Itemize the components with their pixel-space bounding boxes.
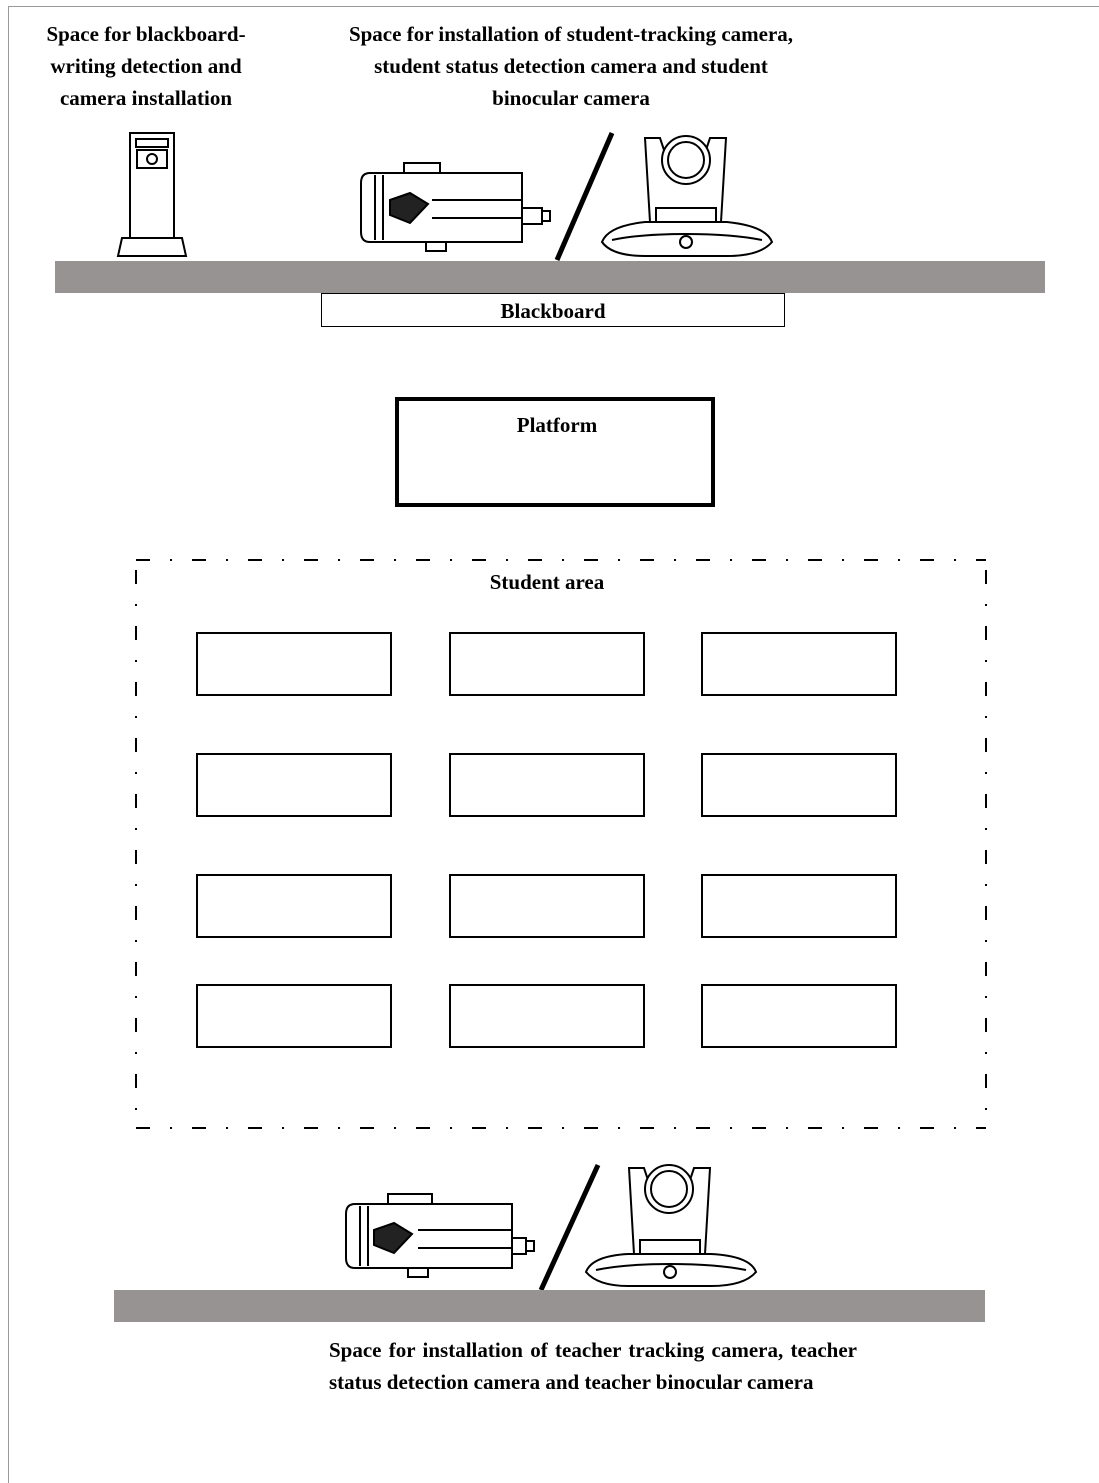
student-desk	[449, 984, 645, 1048]
ptz-camera-icon-bottom	[584, 1164, 758, 1287]
student-desk	[701, 984, 897, 1048]
student-area-border	[135, 559, 987, 1129]
front-wall	[55, 261, 1045, 293]
student-desk	[196, 874, 392, 938]
ptz-camera-icon	[600, 135, 774, 257]
student-desk	[701, 874, 897, 938]
writing-detection-camera-icon	[116, 132, 188, 257]
box-camera-icon-bottom	[345, 1193, 535, 1278]
blackboard: Blackboard	[321, 293, 785, 327]
platform-label: Platform	[516, 413, 598, 437]
student-desk	[449, 753, 645, 817]
slash-separator-bottom	[538, 1163, 601, 1292]
back-wall	[114, 1290, 985, 1322]
student-desk	[196, 753, 392, 817]
teacher-camera-space-label: Space for installation of teacher tracki…	[329, 1338, 857, 1394]
box-camera-icon	[360, 162, 551, 252]
frame-top-border	[8, 6, 1099, 7]
frame-left-border	[8, 6, 9, 1483]
student-desk	[196, 984, 392, 1048]
blackboard-camera-space-label: Space for blackboard-writing detection a…	[46, 22, 246, 110]
student-desk	[196, 632, 392, 696]
blackboard-label: Blackboard	[500, 299, 606, 323]
student-desk	[449, 632, 645, 696]
slash-separator-top	[554, 132, 615, 261]
student-desk	[701, 753, 897, 817]
student-area-label: Student area	[489, 570, 605, 594]
student-desk	[449, 874, 645, 938]
platform: Platform	[395, 397, 715, 507]
student-camera-space-label: Space for installation of student-tracki…	[348, 22, 794, 110]
student-desk	[701, 632, 897, 696]
